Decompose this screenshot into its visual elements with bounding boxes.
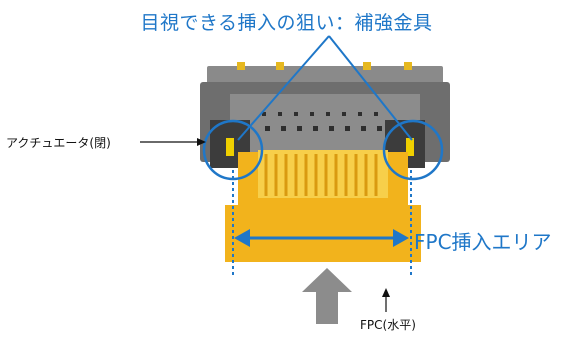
actuator-label: アクチュエータ(閉) [6, 136, 111, 150]
fpc-insert-area-label: FPC挿入エリア [414, 230, 552, 254]
diagram-title: 目視できる挿入の狙い：補強金具 [140, 12, 433, 34]
connector-body [200, 62, 450, 168]
actuator-pointer-arrow [140, 138, 206, 146]
fpc-cable [225, 150, 421, 262]
right-highlight-circle [382, 119, 444, 181]
fpc-pointer-arrow [382, 288, 390, 312]
insert-area-arrow [234, 229, 409, 247]
insertion-direction-arrow [302, 268, 352, 324]
fpc-label: FPC(水平) [360, 318, 416, 332]
title-pointer-lines [237, 35, 413, 141]
